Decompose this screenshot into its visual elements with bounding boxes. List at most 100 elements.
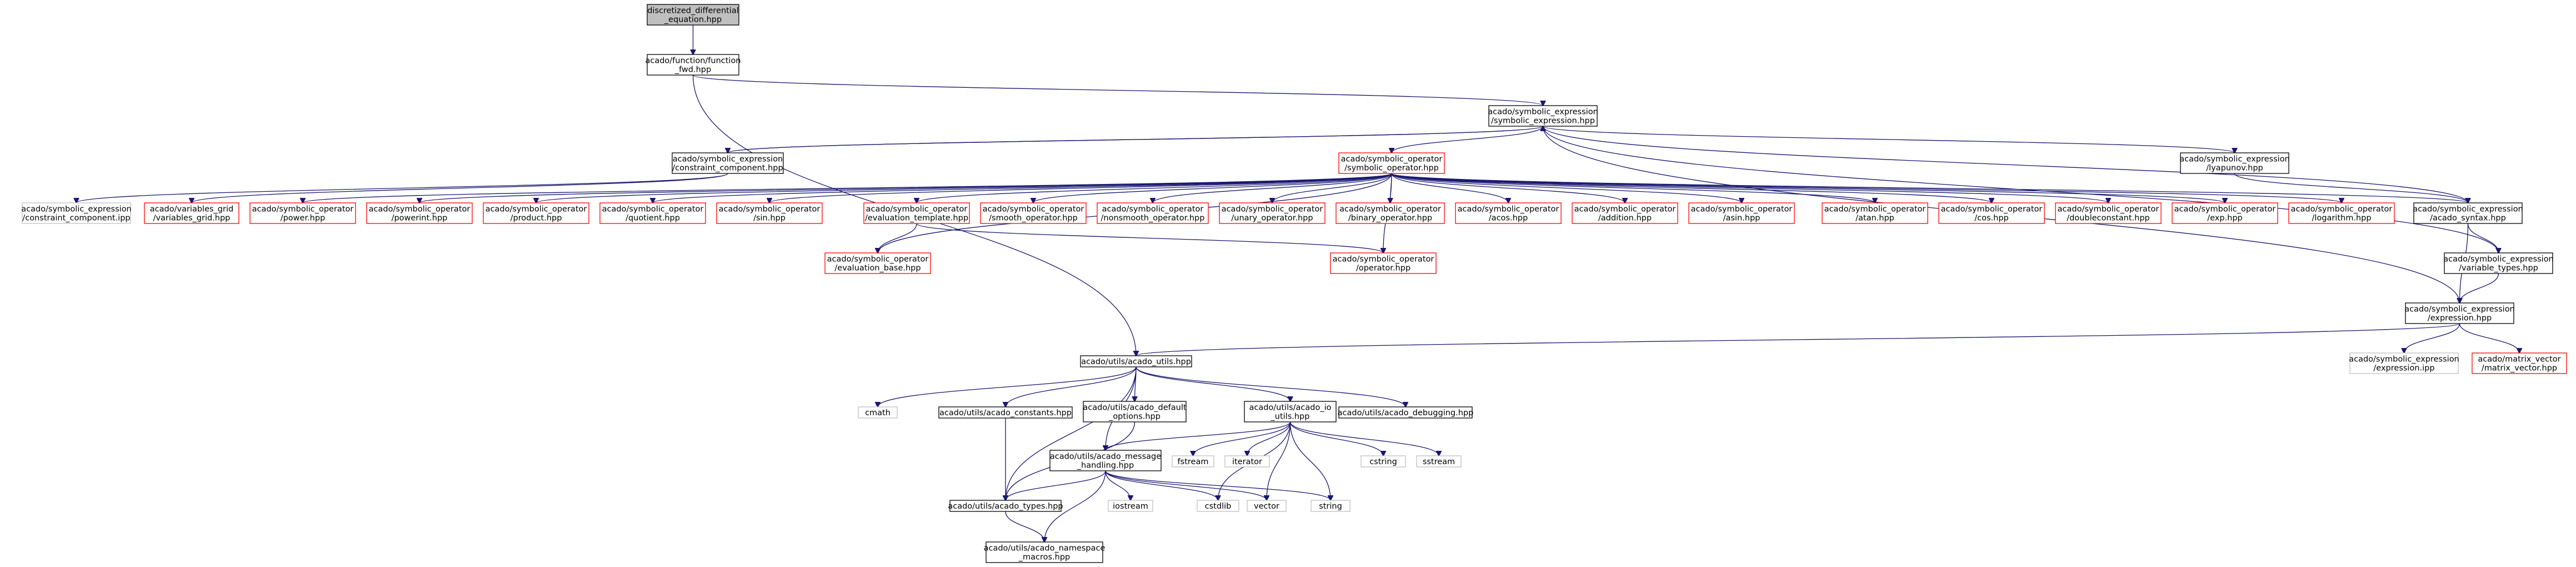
node-fstream[interactable]: fstream	[1172, 455, 1214, 467]
node-syntax[interactable]: acado/symbolic_expression/acado_syntax.h…	[2413, 202, 2523, 224]
node-label: /addition.hpp	[1598, 214, 1652, 223]
node-label: /matrix_vector.hpp	[2482, 364, 2557, 373]
node-cmath[interactable]: cmath	[858, 406, 898, 419]
edge-expr-to-matvec	[2459, 323, 2520, 353]
node-label: acado/symbolic_operator	[1458, 205, 1559, 214]
node-msg[interactable]: acado/utils/acado_message_handling.hpp	[1049, 450, 1162, 471]
node-log[interactable]: acado/symbolic_operator/logarithm.hpp	[2288, 202, 2395, 224]
node-product[interactable]: acado/symbolic_operator/product.hpp	[483, 202, 589, 224]
node-debug[interactable]: acado/utils/acado_debugging.hpp	[1338, 406, 1474, 419]
node-smooth[interactable]: acado/symbolic_operator/smooth_operator.…	[980, 202, 1087, 224]
node-box	[1938, 202, 2045, 224]
node-label: acado/symbolic_operator	[1824, 205, 1926, 214]
node-matvec[interactable]: acado/matrix_vector/matrix_vector.hpp	[2472, 352, 2567, 374]
edge-symop-to-quotient	[653, 173, 1392, 203]
edge-symexpr-to-lyap	[1542, 126, 2235, 153]
edge-utils-to-consts	[1006, 366, 1137, 407]
node-label: acado/matrix_vector	[2478, 355, 2560, 364]
node-atan[interactable]: acado/symbolic_operator/atan.hpp	[1822, 202, 1928, 224]
node-cstring[interactable]: cstring	[1360, 455, 1406, 467]
node-label: acado/symbolic_operator	[1222, 205, 1323, 214]
edge-symop-to-evaltpl	[917, 173, 1392, 203]
node-fcn[interactable]: acado/function/function_fwd.hpp	[645, 54, 741, 76]
node-ccipp[interactable]: acado/symbolic_expression/constraint_com…	[21, 202, 132, 224]
node-asin[interactable]: acado/symbolic_operator/asin.hpp	[1688, 202, 1795, 224]
edge-msg-to-nsmacros	[1044, 470, 1106, 542]
node-sstream[interactable]: sstream	[1416, 455, 1462, 467]
node-box	[1097, 202, 1209, 224]
edge-io-to-msg	[1106, 421, 1291, 450]
node-unary[interactable]: acado/symbolic_operator/unary_operator.h…	[1219, 202, 1325, 224]
node-box	[1360, 455, 1406, 467]
node-addition[interactable]: acado/symbolic_operator/addition.hpp	[1572, 202, 1678, 224]
node-label: acado/symbolic_operator	[1102, 205, 1204, 214]
edge-vartypes-to-expr	[2460, 273, 2499, 303]
node-expr[interactable]: acado/symbolic_expression/expression.hpp	[2404, 302, 2515, 324]
edge-symop-to-sin	[769, 173, 1392, 203]
node-label: /variables_grid.hpp	[153, 214, 231, 223]
node-defopt[interactable]: acado/utils/acado_default_options.hpp	[1083, 401, 1187, 422]
node-box	[2055, 202, 2162, 224]
node-iostream[interactable]: iostream	[1108, 500, 1153, 512]
node-expripp[interactable]: acado/symbolic_expression/expression.ipp	[2349, 352, 2459, 374]
node-box	[1244, 401, 1337, 422]
node-operator[interactable]: acado/symbolic_operator/operator.hpp	[1330, 252, 1437, 274]
node-string[interactable]: string	[1310, 500, 1350, 512]
node-vartypes[interactable]: acado/symbolic_expression/variable_types…	[2443, 252, 2554, 274]
node-box	[824, 252, 931, 274]
node-label: cmath	[865, 409, 891, 417]
node-box	[1108, 500, 1153, 512]
node-exp[interactable]: acado/symbolic_operator/exp.hpp	[2172, 202, 2278, 224]
node-binary[interactable]: acado/symbolic_operator/binary_operator.…	[1335, 202, 1445, 224]
node-dconst[interactable]: acado/symbolic_operator/doubleconstant.h…	[2055, 202, 2162, 224]
edge-io-to-cstring	[1289, 421, 1384, 456]
node-types[interactable]: acado/utils/acado_types.hpp	[948, 500, 1063, 512]
node-box	[647, 54, 739, 76]
node-vgrid[interactable]: acado/variables_grid/variables_grid.hpp	[144, 202, 239, 224]
node-sin[interactable]: acado/symbolic_operator/sin.hpp	[716, 202, 823, 224]
node-evalbase[interactable]: acado/symbolic_operator/evaluation_base.…	[824, 252, 931, 274]
dependency-edges	[77, 25, 2520, 542]
node-consts[interactable]: acado/utils/acado_constants.hpp	[938, 406, 1073, 419]
node-box	[1572, 202, 1678, 224]
node-label: /exp.hpp	[2207, 214, 2243, 223]
edge-msg-to-vector	[1105, 470, 1267, 500]
node-label: acado/utils/acado_namespace	[984, 544, 1106, 553]
node-label: acado/utils/acado_default	[1083, 404, 1186, 412]
edge-utils-to-types	[1006, 366, 1137, 500]
node-box	[1338, 406, 1473, 419]
node-cstdlib[interactable]: cstdlib	[1197, 500, 1239, 512]
node-evaltpl[interactable]: acado/symbolic_operator/evaluation_templ…	[863, 202, 970, 224]
node-quotient[interactable]: acado/symbolic_operator/quotient.hpp	[599, 202, 706, 224]
node-label: iterator	[1232, 457, 1262, 466]
node-powerint[interactable]: acado/symbolic_operator/powerint.hpp	[366, 202, 473, 224]
node-symexpr[interactable]: acado/symbolic_expression/symbolic_expre…	[1488, 105, 1598, 127]
edge-symop-to-unary	[1272, 173, 1392, 203]
node-box	[716, 202, 823, 224]
node-iterator[interactable]: iterator	[1224, 455, 1270, 467]
node-label: acado/symbolic_expression	[2413, 205, 2523, 214]
node-label: acado/utils/acado_debugging.hpp	[1338, 409, 1474, 417]
node-label: /logarithm.hpp	[2312, 214, 2371, 223]
edge-symexpr-to-syntax	[1542, 126, 2468, 203]
node-acos[interactable]: acado/symbolic_operator/acos.hpp	[1455, 202, 1562, 224]
node-cos[interactable]: acado/symbolic_operator/cos.hpp	[1938, 202, 2045, 224]
edge-constr-to-vgrid	[192, 173, 728, 203]
edge-symop-to-acos	[1391, 173, 1508, 203]
node-root[interactable]: discretized_differential_equation.hpp	[647, 4, 739, 26]
node-nsmacros[interactable]: acado/utils/acado_namespace_macros.hpp	[984, 541, 1106, 563]
node-io[interactable]: acado/utils/acado_io_utils.hpp	[1244, 401, 1337, 422]
node-box	[22, 202, 131, 224]
node-label: acado/symbolic_operator	[602, 205, 704, 214]
node-lyap[interactable]: acado/symbolic_expression/lyapunov.hpp	[2179, 152, 2290, 174]
node-vector[interactable]: vector	[1247, 500, 1287, 512]
node-utils[interactable]: acado/utils/acado_utils.hpp	[1080, 355, 1192, 367]
node-label: acado/utils/acado_types.hpp	[948, 502, 1063, 511]
node-constr[interactable]: acado/symbolic_expression/constraint_com…	[672, 152, 784, 174]
node-symop[interactable]: acado/symbolic_operator/symbolic_operato…	[1338, 152, 1445, 174]
node-nonsmooth[interactable]: acado/symbolic_operator/nonsmooth_operat…	[1097, 202, 1209, 224]
node-power[interactable]: acado/symbolic_operator/power.hpp	[249, 202, 356, 224]
node-label: acado/symbolic_operator	[983, 205, 1084, 214]
node-label: /symbolic_operator.hpp	[1344, 164, 1439, 173]
edge-evaltpl-to-operator	[916, 223, 1383, 253]
